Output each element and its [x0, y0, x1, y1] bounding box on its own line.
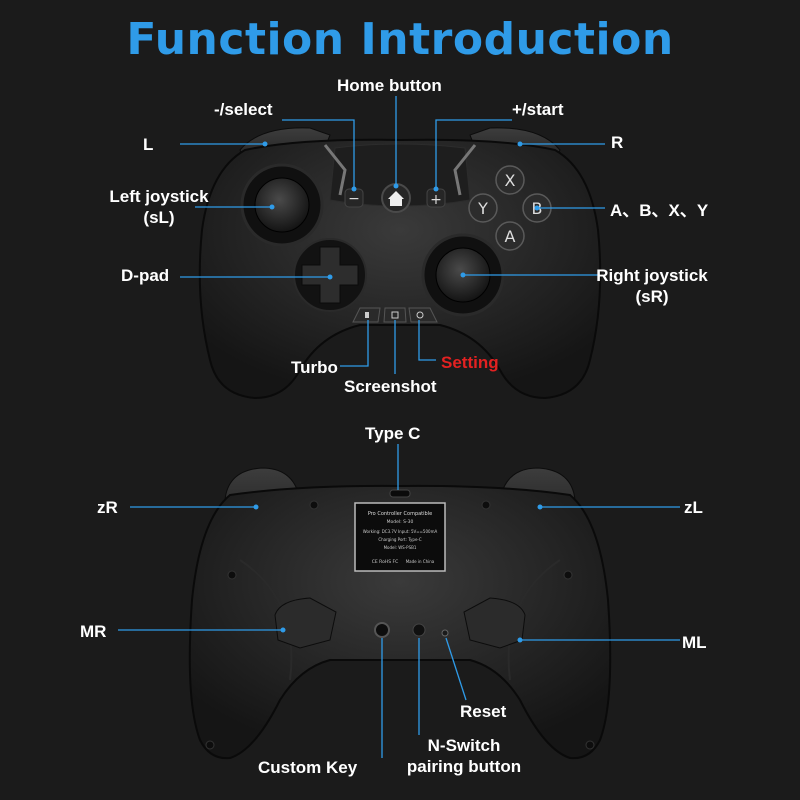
plus-glyph: + [430, 192, 442, 208]
label-turbo: Turbo [291, 358, 338, 377]
label-n-switch: N-Switch pairing button [394, 735, 534, 777]
label-right-joystick-line1: Right joystick [596, 266, 708, 285]
custom-key-button[interactable] [374, 622, 390, 638]
mr-paddle[interactable] [274, 597, 337, 649]
label-type-c: Type C [365, 424, 421, 443]
page-title: Function Introduction [126, 14, 674, 65]
face-y-label: Y [477, 199, 488, 218]
label-reset: Reset [460, 702, 507, 721]
face-button-y[interactable] [468, 193, 498, 223]
label-zr: zR [97, 498, 118, 517]
label-plus-start: +/start [512, 100, 564, 119]
label-screenshot: Screenshot [344, 377, 437, 396]
sticker-text-1: Pro Controller Compatible [368, 511, 432, 517]
label-mr: MR [80, 622, 107, 641]
sticker-text-3: Working: DC3.7V Input: 5V==500mA [363, 529, 438, 534]
sticker-text-5: Model: WS-PSB1 [384, 545, 417, 550]
label-ml: ML [682, 633, 707, 652]
label-l: L [143, 135, 154, 154]
label-abxy: A、B、X、Y [610, 201, 709, 220]
label-home-button: Home button [337, 76, 442, 95]
face-button-x[interactable] [495, 165, 525, 195]
screenshot-button[interactable] [383, 307, 407, 323]
label-custom-key: Custom Key [258, 758, 358, 777]
label-setting: Setting [441, 353, 499, 372]
sticker-text-7: Made in China [406, 559, 435, 564]
n-switch-pairing-button[interactable] [412, 623, 426, 637]
label-zl: zL [684, 498, 703, 517]
reset-button[interactable] [441, 629, 449, 637]
label-left-joystick-line2: (sL) [143, 208, 175, 227]
label-n-switch-line2: pairing button [406, 757, 522, 776]
label-n-switch-line1: N-Switch [427, 736, 501, 755]
label-dpad: D-pad [121, 266, 170, 285]
label-right-joystick: Right joystick (sR) [592, 265, 712, 307]
face-button-a[interactable] [495, 221, 525, 251]
type-c-port [389, 489, 411, 498]
label-r: R [611, 133, 624, 152]
front-controller: − + X Y B A [198, 127, 602, 400]
home-icon [388, 191, 404, 206]
label-left-joystick-line1: Left joystick [109, 187, 209, 206]
minus-glyph: − [348, 191, 360, 207]
face-a-label: A [505, 227, 516, 246]
back-sticker: Pro Controller Compatible Model: S-30 Wo… [354, 502, 446, 572]
label-left-joystick: Left joystick (sL) [104, 186, 214, 228]
label-minus-select: -/select [214, 100, 273, 119]
leader-dots [253, 141, 543, 643]
back-controller: Pro Controller Compatible Model: S-30 Wo… [188, 467, 612, 760]
leader-lines [118, 96, 680, 758]
ml-paddle[interactable] [463, 597, 526, 649]
face-x-label: X [505, 171, 516, 190]
sticker-text-6: CE RoHS FC [372, 559, 399, 565]
label-right-joystick-line2: (sR) [635, 287, 669, 306]
sticker-text-4: Charging Port: Type-C [378, 537, 422, 542]
back-body [188, 484, 612, 760]
sticker-text-2: Model: S-30 [387, 519, 414, 525]
